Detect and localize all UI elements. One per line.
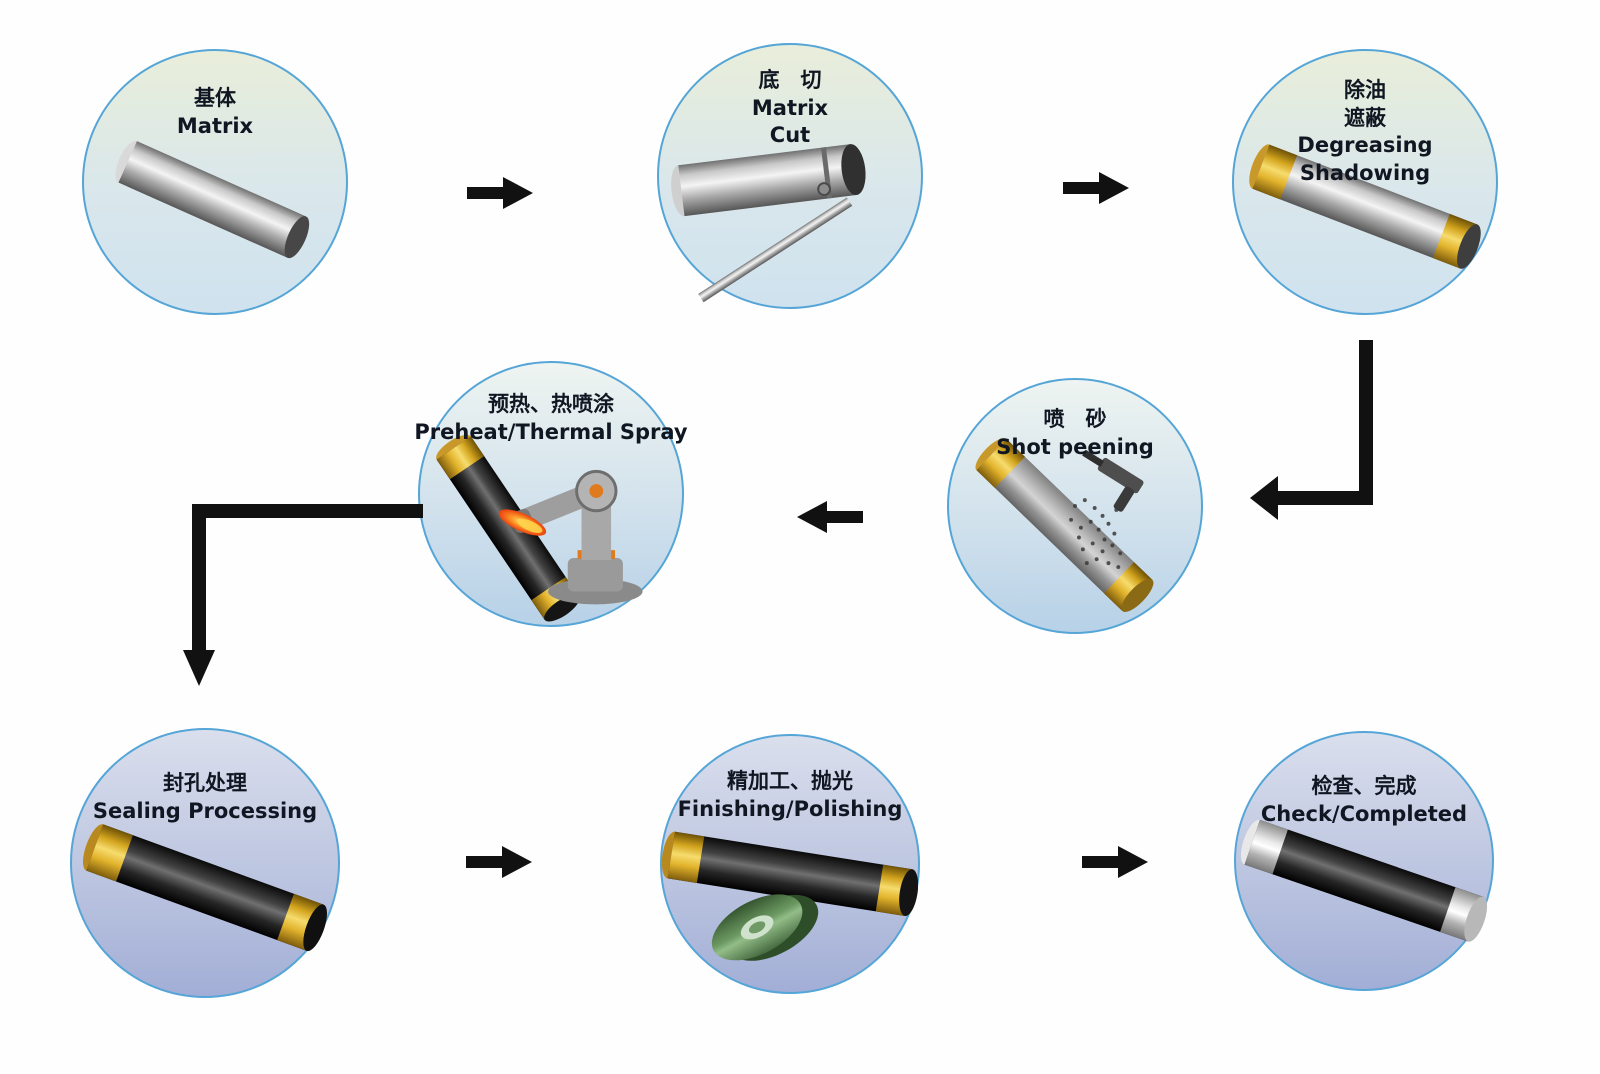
robot-thermal-spray-icon — [436, 434, 643, 622]
step-shot-peening: 喷 砂 Shot peening — [947, 378, 1203, 634]
finished-cylinder-icon — [1240, 819, 1488, 942]
polishing-cylinder-icon — [662, 831, 918, 961]
step-finishing-polishing: 精加工、抛光 Finishing/Polishing — [660, 734, 920, 994]
grinding-wheel-icon — [711, 894, 819, 961]
step-sealing-processing: 封孔处理 Sealing Processing — [70, 728, 340, 998]
step-check-label: 检查、完成 Check/Completed — [1260, 774, 1468, 826]
step-shot-peening-label: 喷 砂 Shot peening — [996, 407, 1154, 459]
step-degreasing-label: 除油 遮蔽 Degreasing Shadowing — [1297, 78, 1433, 186]
step-preheat-thermal-spray: 预热、热喷涂 Preheat/Thermal Spray — [414, 361, 688, 627]
sandblast-cylinder-icon — [975, 438, 1154, 612]
step-matrix-cut: 底 切 Matrix Cut — [657, 43, 923, 309]
arrow-matrix-to-cut — [467, 177, 533, 209]
sealed-cylinder-icon — [82, 824, 328, 952]
cut-cylinder-icon — [671, 144, 866, 303]
sand-particles — [1069, 498, 1123, 569]
arrow-cut-to-degreasing — [1063, 172, 1129, 204]
sandblast-gun-icon — [1082, 449, 1144, 512]
arrow-preheat-to-sealing — [183, 504, 423, 686]
step-matrix: 基体 Matrix — [82, 49, 348, 315]
plain-cylinder-icon — [115, 140, 310, 259]
masked-cylinder-icon — [1249, 144, 1481, 269]
arrow-finishing-to-check — [1082, 846, 1148, 878]
step-check-completed: 检查、完成 Check/Completed — [1234, 731, 1494, 991]
arrow-degreasing-to-shot-peening — [1250, 340, 1373, 520]
step-preheat-label: 预热、热喷涂 Preheat/Thermal Spray — [414, 392, 688, 444]
step-sealing-label: 封孔处理 Sealing Processing — [92, 771, 318, 823]
flame-icon — [498, 509, 547, 536]
step-finishing-label: 精加工、抛光 Finishing/Polishing — [677, 769, 903, 821]
arrow-shot-peening-to-preheat — [797, 501, 863, 533]
step-matrix-label: 基体 Matrix — [176, 86, 254, 138]
step-degreasing-shadowing: 除油 遮蔽 Degreasing Shadowing — [1232, 49, 1498, 315]
arrow-sealing-to-finishing — [466, 846, 532, 878]
step-matrix-cut-label: 底 切 Matrix Cut — [751, 68, 829, 148]
